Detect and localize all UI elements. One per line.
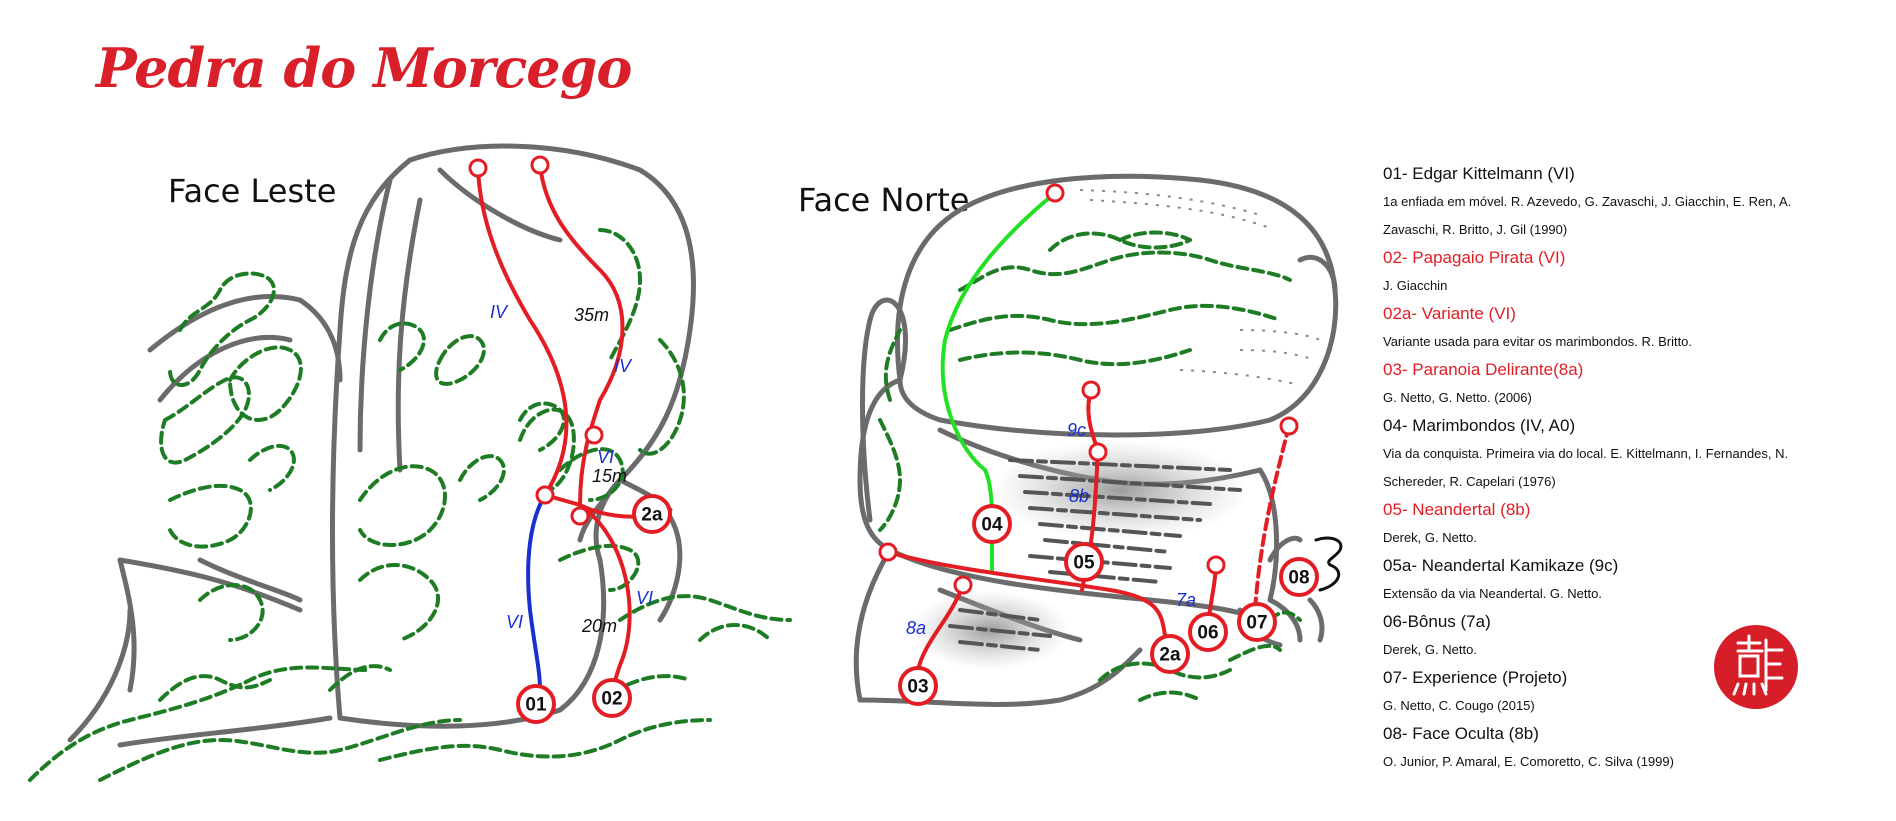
legend-route-name: 02a- Variante (VI) [1383, 304, 1516, 323]
leste-anchors [468, 155, 604, 526]
legend-route-name: 02- Papagaio Pirata (VI) [1383, 248, 1566, 267]
leste-grade-labels: IV 35m IV VI 15m VI VI 20m [490, 302, 653, 636]
page-title: Pedra do Morcego [96, 36, 632, 100]
svg-text:2a: 2a [1159, 645, 1181, 666]
grade-7a: 7a [1176, 590, 1196, 610]
legend-route-name: 04- Marimbondos (IV, A0) [1383, 416, 1576, 435]
svg-text:06: 06 [1197, 623, 1218, 644]
legend-route-description: Derek, G. Netto. [1383, 530, 1477, 545]
legend-route-description: Extensão da via Neandertal. G. Netto. [1383, 586, 1602, 601]
legend-route-description: Derek, G. Netto. [1383, 642, 1477, 657]
route-04-line [940, 191, 1057, 572]
face-norte-label: Face Norte [798, 181, 970, 219]
route-01-lower-line [526, 493, 547, 692]
norte-rock-texture [1079, 189, 1321, 386]
norte-grade-labels: 9c 8b 8a 7a [906, 420, 1196, 638]
marker-04: 04 [972, 504, 1012, 544]
legend-route-name: 06-Bônus (7a) [1383, 612, 1491, 631]
anchor-02-junction [570, 506, 590, 526]
length-15m: 15m [592, 466, 627, 486]
grade-9c: 9c [1067, 420, 1086, 440]
marker-08: 08 [1279, 557, 1319, 597]
anchor-01-mid [535, 485, 555, 505]
marker-2a-leste: 2a [632, 494, 672, 534]
grade-iv-left: IV [490, 302, 509, 322]
route-legend: 01- Edgar Kittelmann (VI) 1a enfiada em m… [1383, 160, 1883, 776]
norte-shade-upper [990, 440, 1250, 540]
legend-route-description: Via da conquista. Primeira via do local.… [1383, 446, 1789, 461]
legend-route-name: 07- Experience (Projeto) [1383, 668, 1568, 687]
anchor-03-top [953, 575, 973, 595]
grade-8a: 8a [906, 618, 926, 638]
marker-06: 06 [1188, 612, 1228, 652]
anchor-05-top [1088, 442, 1108, 462]
author-seal [1714, 625, 1798, 709]
anchor-06-top [1206, 555, 1226, 575]
legend-route-name: 08- Face Oculta (8b) [1383, 724, 1539, 743]
leste-vegetation [28, 228, 792, 782]
svg-text:04: 04 [981, 515, 1003, 536]
route-08-hook [1314, 536, 1343, 592]
legend-route-description: G. Netto, C. Cougo (2015) [1383, 698, 1535, 713]
marker-2a-norte: 2a [1150, 634, 1190, 674]
anchor-05a-top [1081, 380, 1101, 400]
norte-rock-stripes [948, 458, 1242, 652]
anchor-04-top [1045, 183, 1065, 203]
route-03-line [916, 583, 965, 672]
norte-markers: 03 04 05 2a 06 07 [898, 504, 1319, 706]
length-35m: 35m [574, 305, 609, 325]
legend-route-description: Zavaschi, R. Britto, J. Gil (1990) [1383, 222, 1568, 237]
legend-route-name: 03- Paranoia Delirante(8a) [1383, 360, 1584, 379]
anchor-02-top [530, 155, 550, 175]
grade-8b: 8b [1069, 486, 1089, 506]
anchor-07-top [1279, 416, 1299, 436]
svg-text:02: 02 [601, 689, 622, 710]
legend-route-description: G. Netto, G. Netto. (2006) [1383, 390, 1532, 405]
svg-text:2a: 2a [641, 505, 663, 526]
route-07-line [1253, 424, 1291, 612]
route-01-upper-line [476, 166, 569, 497]
grade-vi-right: VI [636, 588, 653, 608]
marker-07: 07 [1237, 602, 1277, 642]
anchor-traverse-start [878, 542, 898, 562]
legend-route-description: 1a enfiada em móvel. R. Azevedo, G. Zava… [1383, 194, 1792, 209]
svg-text:07: 07 [1246, 613, 1267, 634]
anchor-02-mid [584, 425, 604, 445]
marker-03: 03 [898, 666, 938, 706]
length-20m: 20m [581, 616, 617, 636]
grade-iv-right: IV [614, 356, 633, 376]
norte-anchors [878, 183, 1299, 595]
legend-route-name: 05- Neandertal (8b) [1383, 500, 1531, 519]
marker-05: 05 [1064, 542, 1104, 582]
legend-route-description: J. Giacchin [1383, 278, 1448, 293]
grade-vi-left: VI [506, 612, 523, 632]
leste-rock-outline [67, 143, 696, 748]
route-traverse-line [886, 550, 1170, 652]
legend-route-description: Variante usada para evitar os marimbondo… [1383, 334, 1693, 349]
face-leste-label: Face Leste [168, 172, 337, 210]
marker-01: 01 [516, 684, 556, 724]
svg-text:03: 03 [907, 677, 928, 698]
svg-text:08: 08 [1288, 568, 1309, 589]
leste-markers: 01 02 2a [516, 494, 672, 724]
legend-route-description: Schereder, R. Capelari (1976) [1383, 474, 1556, 489]
grade-vi-mid: VI [597, 447, 614, 467]
legend-route-name: 01- Edgar Kittelmann (VI) [1383, 164, 1575, 183]
svg-text:05: 05 [1073, 553, 1095, 574]
svg-text:01: 01 [525, 695, 547, 716]
anchor-01-top [468, 158, 488, 178]
marker-02: 02 [592, 678, 632, 718]
legend-route-description: O. Junior, P. Amaral, E. Comoretto, C. S… [1383, 754, 1674, 769]
route-02-upper-line [538, 163, 625, 507]
legend-route-name: 05a- Neandertal Kamikaze (9c) [1383, 556, 1619, 575]
